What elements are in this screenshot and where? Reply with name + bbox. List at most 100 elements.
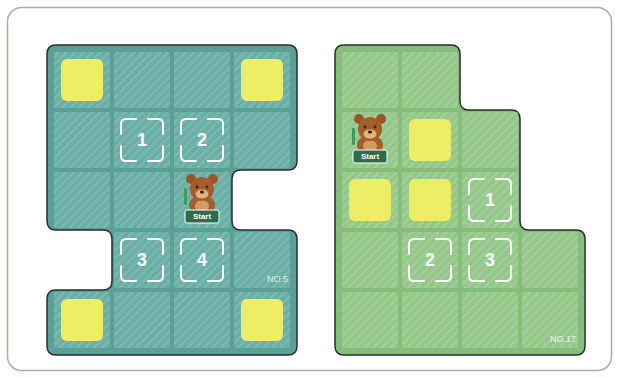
grid-cell [114,172,170,228]
slot-corner [409,266,424,281]
bear-head [358,117,382,141]
grid-cell [174,112,230,168]
grid-cell [174,172,230,228]
bear-eye [364,126,367,129]
grid-cell [462,232,518,288]
grid-cell [114,292,170,348]
board-number: NO.5 [267,275,288,284]
slot-corner [496,266,511,281]
slot-corner [409,239,424,254]
grid-cell [174,52,230,108]
slot-number: 2 [425,251,435,269]
goal-square [241,59,283,101]
slot-corner [469,239,484,254]
grid-cell [174,292,230,348]
grid-cell [114,52,170,108]
bear-muzzle [196,190,209,199]
slot-corner [469,179,484,194]
start-sign [353,150,387,163]
grid-cell [342,52,398,108]
grid-cell [462,292,518,348]
bear-head [190,177,214,201]
numbered-slot: 1 [468,178,512,222]
grid-cell [522,292,578,348]
grid-cell [54,292,110,348]
start-label: Start [353,150,387,163]
numbered-slot: 2 [408,238,452,282]
slot-corner [181,239,196,254]
grid-cell [114,112,170,168]
grid-cell [234,52,290,108]
slot-corner [496,206,511,221]
slot-corner [496,179,511,194]
bear-pencil [352,128,355,145]
goal-square [349,179,391,221]
slot-corner [436,239,451,254]
bear-nose [200,191,204,194]
bear-figure [352,114,387,163]
numbered-slot: 3 [120,238,164,282]
slot-corner [148,239,163,254]
bear-eye [196,186,199,189]
slot-corner [121,119,136,134]
bear-eye [206,186,209,189]
grid-cell [234,292,290,348]
grid-cell [342,112,398,168]
goal-square [61,59,103,101]
start-sign [185,210,219,223]
slot-corner [208,146,223,161]
grid-cell [234,232,290,288]
board-shape [335,45,585,355]
card-border [8,8,612,371]
slot-corner [496,239,511,254]
grid-cell [114,232,170,288]
grid-cell [402,172,458,228]
slot-corner [208,266,223,281]
slot-number: 3 [485,251,495,269]
bear-figure [184,174,219,223]
grid-cell [54,52,110,108]
board-number: NO.17 [550,335,576,344]
board-outline [47,45,297,355]
goal-square [409,119,451,161]
grid-cell [522,232,578,288]
slot-number: 1 [137,131,147,149]
grid-cell [462,112,518,168]
goal-square [409,179,451,221]
slot-corner [469,206,484,221]
slot-corner [121,239,136,254]
numbered-slot: 3 [468,238,512,282]
slot-corner [208,119,223,134]
slot-corner [121,146,136,161]
numbered-slot: 2 [180,118,224,162]
slot-corner [148,146,163,161]
grid-cell [234,112,290,168]
slot-corner [181,119,196,134]
slot-corner [469,266,484,281]
grid-cell [174,232,230,288]
grid-cell [342,292,398,348]
slot-corner [148,266,163,281]
bear-eye [374,126,377,129]
numbered-slot: 1 [120,118,164,162]
grid-cell [402,52,458,108]
slot-number: 1 [485,191,495,209]
grid-cell [462,172,518,228]
puzzle-board: NO.17 1 2 3 [335,45,585,355]
grid-cell [54,172,110,228]
slot-corner [208,239,223,254]
puzzle-board: NO.5 1 2 3 4 [47,45,297,355]
bear-nose [368,131,372,134]
numbered-slot: 4 [180,238,224,282]
slot-corner [148,119,163,134]
bear-pencil [184,188,187,205]
grid-cell [402,292,458,348]
slot-corner [436,266,451,281]
slot-number: 3 [137,251,147,269]
grid-cell [402,232,458,288]
goal-square [61,299,103,341]
slot-corner [181,266,196,281]
grid-cell [54,112,110,168]
grid-cell [402,112,458,168]
